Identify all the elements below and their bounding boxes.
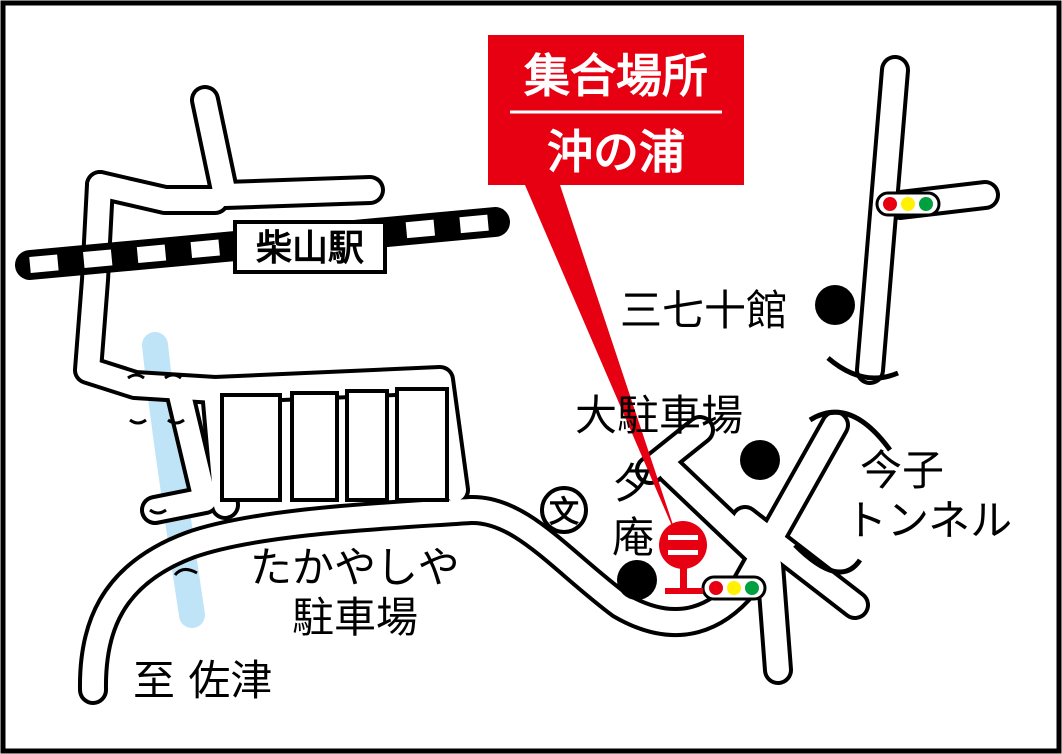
meeting-name: 沖の浦 [547,125,685,179]
town-blocks [220,387,449,502]
station-box: 柴山駅 [233,220,387,274]
takayashiya-label-2: 駐車場 [292,593,418,642]
meeting-title: 集合場所 [523,49,708,103]
traffic-light-icon [701,575,767,601]
tunnel-label-2: トンネル [845,496,1012,545]
tunnel-arcs [793,356,899,575]
traffic-light-icon [875,191,941,217]
meeting-place-box [488,35,744,185]
landmark-dot-icon [617,560,657,600]
tunnel-label-1: 今子 [860,446,944,495]
landmark-dot-icon [815,285,855,325]
landmark-dot-icon [740,440,780,480]
destination-label: 至 佐津 [133,656,272,705]
large-parking-label: 大駐車場 [575,391,743,440]
bus-stop-icon [659,521,707,594]
school-mark: 文 [549,495,579,530]
takayashiya-label-1: たかやしや [250,543,460,592]
meeting-pointer [525,185,678,540]
bridge-marks [127,373,198,577]
inn-label: 三七十館 [620,286,788,335]
yuan-label-1: 夕 [612,459,654,508]
yuan-label-2: 庵 [612,513,654,562]
station-label: 柴山駅 [256,228,364,269]
school-icon: 文 [540,486,588,534]
